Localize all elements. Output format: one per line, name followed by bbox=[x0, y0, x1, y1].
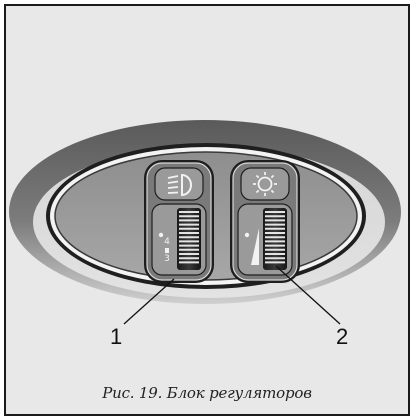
figure-caption: Рис. 19. Блок регуляторов bbox=[102, 384, 312, 402]
callout-1: 1 bbox=[110, 324, 123, 349]
brightness-scale-wedge bbox=[251, 228, 259, 265]
leader-line-2 bbox=[275, 265, 341, 325]
scale-label-4: 4 bbox=[164, 237, 170, 247]
left-scale-labels: 4 3 bbox=[160, 237, 174, 264]
control-panel-illustration bbox=[9, 120, 401, 325]
dial-position-dot bbox=[158, 232, 164, 238]
dial-position-dot bbox=[244, 232, 250, 238]
dashboard-illumination-icon bbox=[253, 172, 277, 196]
scale-marker bbox=[165, 248, 169, 253]
leader-line-1 bbox=[123, 278, 175, 325]
headlight-leveling-icon bbox=[167, 173, 192, 197]
scale-label-3: 3 bbox=[164, 254, 170, 264]
right-dial-wheel bbox=[244, 208, 287, 270]
left-dial-wheel bbox=[158, 208, 201, 270]
figure-frame: 4 3 1 2 Рис. 19. Блок регуляторов bbox=[4, 4, 410, 416]
callout-2: 2 bbox=[336, 324, 349, 349]
